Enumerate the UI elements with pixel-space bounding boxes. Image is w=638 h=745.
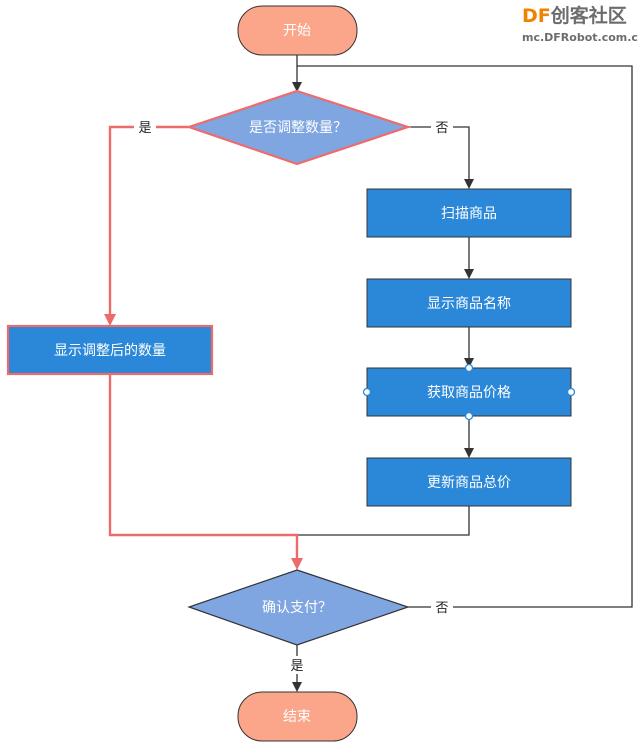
edge-label-adjust-yes: 是 bbox=[138, 121, 151, 136]
watermark-url: mc.DFRobot.com.cn bbox=[522, 31, 638, 44]
label-bg bbox=[431, 598, 453, 616]
scan-product-node[interactable]: 扫描商品 bbox=[366, 188, 572, 238]
edge-show-adjusted-to-confirm bbox=[108, 374, 303, 570]
watermark-brand-text: 创客社区 bbox=[550, 4, 627, 27]
get-product-price-node[interactable]: 获取商品价格 bbox=[362, 363, 576, 421]
update-total-price-node[interactable]: 更新商品总价 bbox=[366, 457, 572, 507]
show-product-name-node[interactable]: 显示商品名称 bbox=[366, 278, 572, 328]
edge-adjust-yes-to-show-adjusted bbox=[104, 125, 189, 326]
edge-update-total-to-merge bbox=[297, 506, 470, 536]
adjust-quantity-label: 是否调整数量？ bbox=[249, 120, 347, 136]
selection-handle-left[interactable] bbox=[362, 387, 372, 397]
show-product-name-label: 显示商品名称 bbox=[427, 296, 511, 312]
edge-label-confirm-yes: 是 bbox=[290, 659, 303, 674]
svg-text:DF创客社区: DF创客社区 bbox=[522, 4, 627, 27]
selection-handle-right[interactable] bbox=[566, 387, 576, 397]
label-bg bbox=[286, 656, 308, 674]
selection-handle-top[interactable] bbox=[464, 363, 474, 373]
watermark-brand-df: DF bbox=[522, 5, 551, 27]
get-product-price-label: 获取商品价格 bbox=[427, 385, 511, 401]
confirm-payment-decision[interactable]: 确认支付？ bbox=[187, 569, 410, 646]
edge-confirm-no-loop bbox=[297, 65, 633, 608]
edge-adjust-no-to-scan bbox=[408, 126, 474, 189]
selection-handle-bottom[interactable] bbox=[464, 411, 474, 421]
show-adjusted-quantity-node[interactable]: 显示调整后的数量 bbox=[6, 324, 214, 376]
show-adjusted-quantity-label: 显示调整后的数量 bbox=[54, 343, 166, 359]
start-label: 开始 bbox=[283, 23, 311, 39]
label-bg bbox=[134, 118, 156, 136]
edge-label-confirm-no: 否 bbox=[435, 601, 448, 616]
label-bg bbox=[431, 118, 453, 136]
confirm-payment-label: 确认支付？ bbox=[262, 600, 332, 616]
watermark: DF创客社区 mc.DFRobot.com.cn bbox=[522, 4, 638, 44]
adjust-quantity-decision[interactable]: 是否调整数量？ bbox=[185, 89, 412, 166]
edge-label-adjust-no: 否 bbox=[435, 121, 448, 136]
update-total-price-label: 更新商品总价 bbox=[427, 475, 511, 491]
end-node[interactable]: 结束 bbox=[237, 691, 358, 742]
start-node[interactable]: 开始 bbox=[237, 5, 358, 56]
scan-product-label: 扫描商品 bbox=[441, 206, 497, 222]
end-label: 结束 bbox=[283, 709, 311, 725]
